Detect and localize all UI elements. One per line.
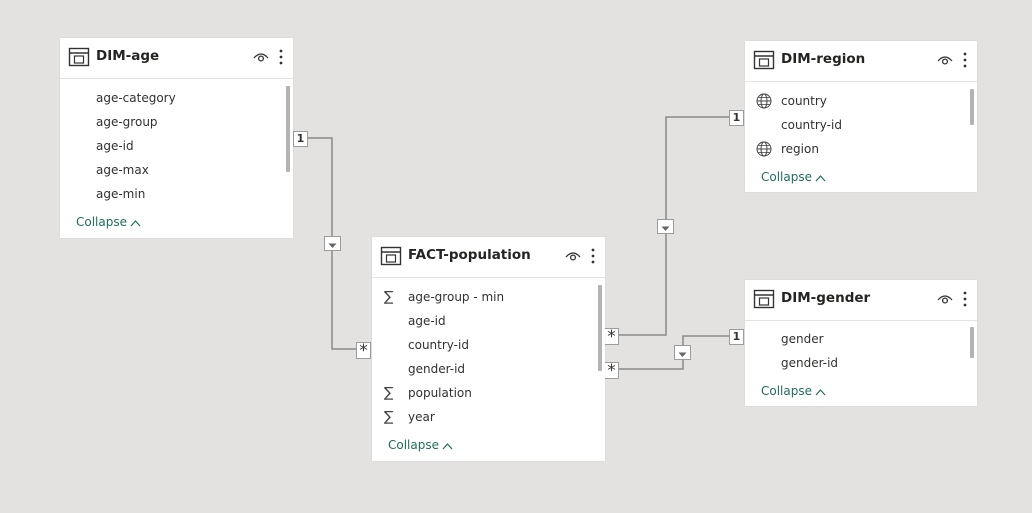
field-row[interactable]: age-id — [60, 134, 280, 158]
field-row[interactable]: age-min — [60, 182, 280, 206]
sigma-icon: ∑ — [384, 409, 394, 425]
cardinality-one-age: 1 — [293, 131, 308, 147]
sigma-icon: ∑ — [384, 289, 394, 305]
field-row[interactable]: age-max — [60, 158, 280, 182]
field-row[interactable]: gender — [745, 327, 965, 351]
collapse-link[interactable]: Collapse — [761, 384, 826, 398]
field-label: region — [781, 142, 819, 156]
filter-direction-region[interactable] — [657, 219, 674, 234]
field-label: gender-id — [781, 356, 839, 370]
field-row[interactable]: country — [745, 89, 965, 113]
cardinality-many-gender: * — [604, 362, 619, 380]
field-label: age-group - min — [408, 290, 505, 304]
table-icon — [68, 47, 90, 67]
field-label: year — [408, 410, 435, 424]
field-label: age-group — [96, 115, 158, 129]
table-card-dim-region[interactable]: DIM-region country country-id region Col… — [745, 41, 977, 192]
field-row[interactable]: age-group — [60, 110, 280, 134]
scrollbar[interactable] — [970, 89, 974, 125]
table-card-dim-gender[interactable]: DIM-gender gender gender-id Collapse — [745, 280, 977, 406]
globe-icon — [756, 93, 772, 109]
field-label: country-id — [408, 338, 469, 352]
globe-icon — [756, 141, 772, 157]
collapse-link[interactable]: Collapse — [388, 438, 453, 452]
table-icon — [380, 246, 402, 266]
scrollbar[interactable] — [970, 327, 974, 358]
collapse-label: Collapse — [76, 215, 127, 229]
field-label: population — [408, 386, 472, 400]
table-title: FACT-population — [408, 247, 531, 263]
filter-direction-gender[interactable] — [674, 345, 691, 360]
field-row[interactable]: ∑ age-group - min — [372, 285, 592, 309]
more-options-icon[interactable] — [278, 48, 284, 66]
collapse-label: Collapse — [761, 384, 812, 398]
table-header[interactable]: FACT-population — [372, 237, 605, 278]
scrollbar[interactable] — [598, 285, 602, 371]
chevron-up-icon — [130, 219, 141, 226]
field-label: age-min — [96, 187, 146, 201]
field-label: age-id — [408, 314, 446, 328]
scrollbar[interactable] — [286, 86, 290, 172]
table-card-dim-age[interactable]: DIM-age age-category age-group age-id ag… — [60, 38, 293, 238]
field-row[interactable]: ∑ year — [372, 405, 592, 429]
collapse-link[interactable]: Collapse — [76, 215, 141, 229]
eye-icon[interactable] — [937, 54, 953, 66]
field-row[interactable]: ∑ population — [372, 381, 592, 405]
field-row[interactable]: gender-id — [372, 357, 592, 381]
triangle-down-icon — [328, 243, 337, 248]
field-row[interactable]: age-id — [372, 309, 592, 333]
field-label: age-id — [96, 139, 134, 153]
collapse-link[interactable]: Collapse — [761, 170, 826, 184]
field-row[interactable]: country-id — [372, 333, 592, 357]
field-label: country — [781, 94, 827, 108]
chevron-up-icon — [815, 174, 826, 181]
triangle-down-icon — [661, 226, 670, 231]
eye-icon[interactable] — [253, 51, 269, 63]
collapse-label: Collapse — [761, 170, 812, 184]
chevron-up-icon — [815, 388, 826, 395]
cardinality-many-age: * — [356, 342, 371, 360]
filter-direction-age[interactable] — [324, 236, 341, 251]
field-label: age-category — [96, 91, 176, 105]
table-title: DIM-region — [781, 51, 866, 67]
table-card-fact-population[interactable]: FACT-population ∑age-group - min age-id … — [372, 237, 605, 461]
more-options-icon[interactable] — [590, 247, 596, 265]
table-icon — [753, 50, 775, 70]
table-header[interactable]: DIM-gender — [745, 280, 977, 321]
more-options-icon[interactable] — [962, 290, 968, 308]
table-header[interactable]: DIM-age — [60, 38, 293, 79]
field-label: country-id — [781, 118, 842, 132]
cardinality-many-region: * — [604, 328, 619, 346]
collapse-label: Collapse — [388, 438, 439, 452]
field-row[interactable]: gender-id — [745, 351, 965, 375]
more-options-icon[interactable] — [962, 51, 968, 69]
sigma-icon: ∑ — [384, 385, 394, 401]
cardinality-one-gender: 1 — [729, 329, 744, 345]
field-label: gender — [781, 332, 824, 346]
chevron-up-icon — [442, 442, 453, 449]
cardinality-one-region: 1 — [729, 110, 744, 126]
triangle-down-icon — [678, 352, 687, 357]
field-row[interactable]: region — [745, 137, 965, 161]
table-title: DIM-age — [96, 48, 160, 64]
field-row[interactable]: age-category — [60, 86, 280, 110]
field-label: gender-id — [408, 362, 466, 376]
table-header[interactable]: DIM-region — [745, 41, 977, 82]
field-row[interactable]: country-id — [745, 113, 965, 137]
eye-icon[interactable] — [565, 250, 581, 262]
eye-icon[interactable] — [937, 293, 953, 305]
table-title: DIM-gender — [781, 290, 871, 306]
field-label: age-max — [96, 163, 149, 177]
table-icon — [753, 289, 775, 309]
